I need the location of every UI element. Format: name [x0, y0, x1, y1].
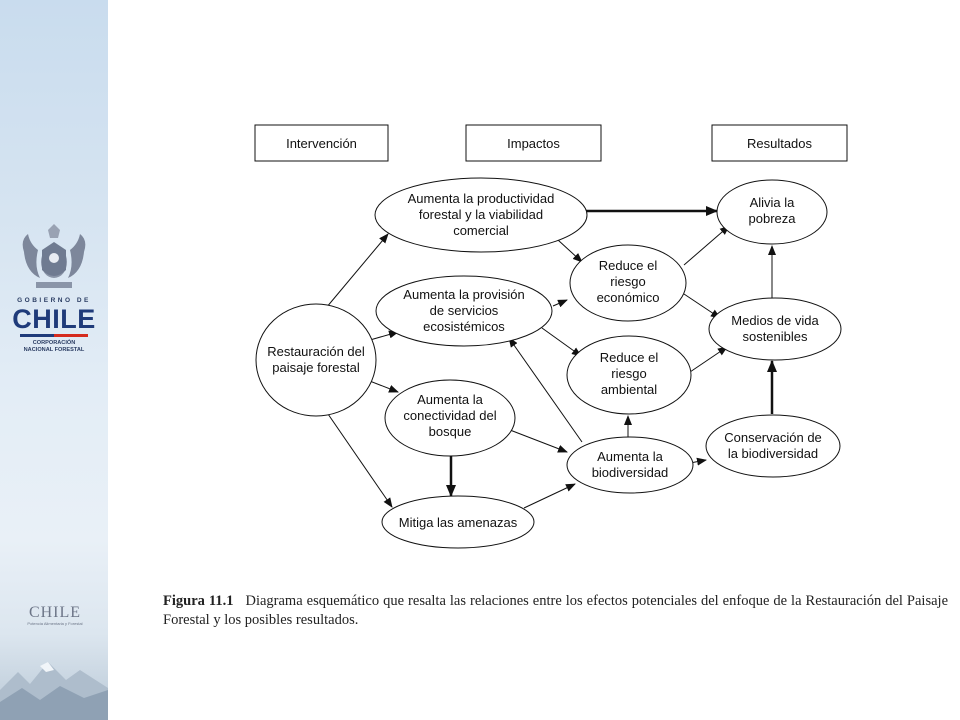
gobierno-label: GOBIERNO DE: [17, 297, 91, 304]
edge-restauracion-productividad: [325, 233, 389, 309]
edge-restauracion-mitiga: [327, 413, 393, 508]
caption-text: Diagrama esquemático que resalta las rel…: [163, 593, 949, 628]
chile-coat-of-arms-icon: [22, 224, 86, 288]
edge-provision-riesgo-economico: [552, 299, 568, 308]
edges: [325, 206, 777, 509]
edge-provision-riesgo-ambiental: [541, 327, 582, 357]
edge-conectividad-biodiversidad: [509, 429, 568, 453]
svg-text:Intervención: Intervención: [286, 136, 357, 151]
edge-biodiversidad-provision: [508, 337, 583, 443]
chile-secondary-logo: CHILE Potencia Alimentaria y Forestal: [27, 604, 83, 626]
node-mitiga: Mitiga las amenazas: [381, 495, 535, 549]
conaf-label: CORPORACIÓN NACIONAL FORESTAL: [23, 340, 85, 353]
header-resultados: Resultados: [711, 124, 848, 162]
edge-riesgo-ambiental-medios: [689, 346, 728, 373]
edge-riesgo-economico-medios: [683, 293, 721, 319]
mountain-decoration: [0, 662, 108, 720]
header-intervencion: Intervención: [254, 124, 389, 162]
svg-text:Impactos: Impactos: [507, 136, 560, 151]
chile-logo-text: CHILE: [12, 304, 96, 334]
edge-riesgo-economico-pobreza: [683, 225, 730, 266]
edge-productividad-riesgo-economico: [557, 239, 583, 263]
header-impactos: Impactos: [465, 124, 602, 162]
svg-text:Mitiga las amenazas: Mitiga las amenazas: [399, 515, 518, 530]
figure-caption: Figura 11.1 Diagrama esquemático que res…: [163, 592, 948, 630]
figure-label: Figura 11.1: [163, 593, 234, 609]
edge-restauracion-provision: [369, 330, 399, 341]
edge-mitiga-biodiversidad: [523, 483, 576, 509]
svg-text:Resultados: Resultados: [747, 136, 813, 151]
sidebar-banner: GOBIERNO DE CHILE CORPORACIÓN NACIONAL F…: [0, 0, 108, 720]
flag-stripe: [20, 334, 88, 337]
